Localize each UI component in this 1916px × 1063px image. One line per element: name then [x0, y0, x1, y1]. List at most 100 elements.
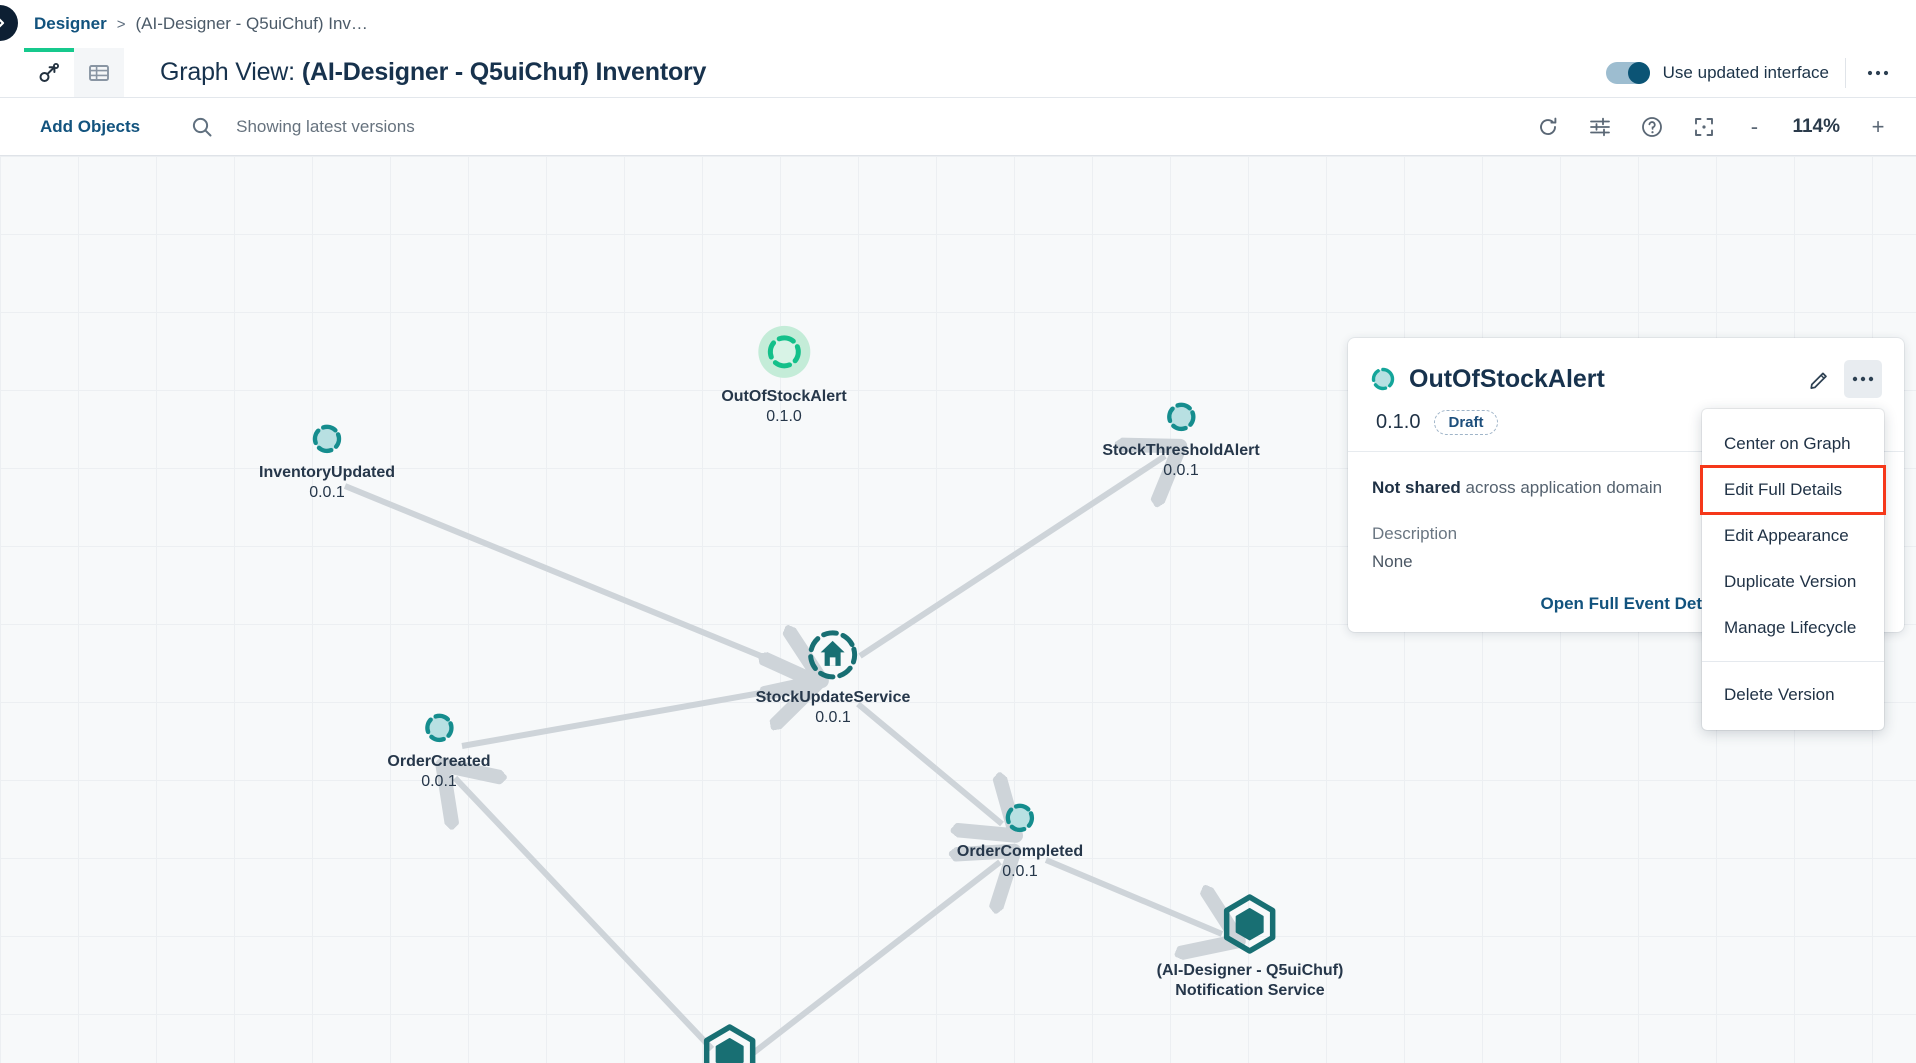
- breadcrumb-root[interactable]: Designer: [34, 14, 107, 33]
- tab-graph-view[interactable]: [24, 48, 74, 97]
- detail-panel-actions: [1800, 360, 1882, 398]
- detail-panel-version: 0.1.0: [1376, 411, 1421, 433]
- edge-pos-ordercreated: [455, 778, 715, 1052]
- ellipsis-icon: [1867, 70, 1889, 75]
- page-title: Graph View: (AI-Designer - Q5uiChuf) Inv…: [160, 48, 706, 97]
- event-ring-icon-selected: [758, 325, 810, 378]
- detail-panel-more-button[interactable]: [1844, 360, 1882, 398]
- open-full-event-details-link[interactable]: Open Full Event Deta: [1540, 594, 1712, 613]
- use-updated-interface-toggle[interactable]: [1605, 61, 1650, 84]
- breadcrumb-separator: >: [116, 15, 126, 33]
- menu-item-duplicate-version[interactable]: Duplicate Version: [1724, 572, 1857, 591]
- menu-item-center-on-graph[interactable]: Center on Graph: [1724, 434, 1851, 453]
- menu-separator: [1702, 661, 1884, 662]
- node-version: 0.0.1: [421, 773, 457, 791]
- shared-status-rest: across application domain: [1460, 478, 1663, 497]
- detail-panel-title: OutOfStockAlert: [1409, 364, 1605, 393]
- edge-ordercreated-stockupdateservice: [461, 686, 800, 749]
- zoom-in-button[interactable]: +: [1871, 113, 1885, 139]
- edge-stockupdateservice-ordercompleted: [856, 701, 1002, 824]
- edge-pos-ordercompleted: [750, 862, 1000, 1057]
- help-icon: [1642, 116, 1663, 137]
- graph-node-inventoryupdated[interactable]: InventoryUpdated 0.0.1: [259, 422, 395, 504]
- node-version: 0.0.1: [309, 484, 345, 502]
- edit-button[interactable]: [1800, 360, 1838, 398]
- detail-panel-body: Not shared across application domain Des…: [1348, 452, 1904, 632]
- table-icon: [89, 64, 109, 81]
- graph-node-stockthresholdalert[interactable]: StockThresholdAlert 0.0.1: [1102, 400, 1260, 482]
- edge-inventoryupdated-stockupdateservice: [343, 483, 805, 674]
- node-version: 0.0.1: [1002, 863, 1038, 881]
- menu-item-edit-full-details[interactable]: Edit Full Details: [1700, 465, 1886, 515]
- domain-hexagon-icon: [1224, 894, 1276, 954]
- page-title-main: (AI-Designer - Q5uiChuf) Inventory: [301, 58, 707, 86]
- menu-item-edit-appearance[interactable]: Edit Appearance: [1724, 526, 1849, 545]
- event-ring-icon: [424, 713, 454, 743]
- title-overflow-menu-button[interactable]: [1862, 57, 1894, 89]
- display-settings-button[interactable]: [1588, 115, 1612, 139]
- event-ring-icon: [1005, 803, 1035, 833]
- domain-hexagon-icon: [704, 1024, 756, 1063]
- ellipsis-icon: [1852, 376, 1874, 382]
- add-objects-button[interactable]: Add Objects: [40, 116, 141, 136]
- graph-node-pos[interactable]: (AI-Designer - Q5uiChuf) POS: [637, 1024, 824, 1063]
- menu-item-manage-lifecycle[interactable]: Manage Lifecycle: [1724, 618, 1857, 637]
- fit-to-screen-button[interactable]: [1692, 115, 1716, 139]
- zoom-level-label: 114%: [1792, 115, 1840, 137]
- breadcrumb-current: (AI-Designer - Q5uiChuf) Inv…: [135, 14, 368, 33]
- context-dropdown-menu: Center on Graph Edit Full Details Edit A…: [1700, 409, 1886, 730]
- showing-versions-label: Showing latest versions: [236, 116, 415, 136]
- refresh-button[interactable]: [1536, 115, 1560, 139]
- shared-status: Not shared across application domain: [1372, 478, 1880, 498]
- use-updated-interface-label: Use updated interface: [1662, 62, 1829, 82]
- breadcrumb-bar: Designer > (AI-Designer - Q5uiChuf) Inv…: [0, 0, 1916, 48]
- title-bar-actions: Use updated interface: [1605, 48, 1916, 97]
- graph-icon: [39, 62, 59, 82]
- view-tab-group: [24, 48, 124, 97]
- event-ring-icon: [312, 424, 342, 454]
- node-version: 0.0.1: [815, 709, 851, 727]
- refresh-icon: [1540, 117, 1557, 135]
- node-label: OrderCompleted: [956, 842, 1084, 860]
- sidebar-expand-button[interactable]: [0, 5, 18, 41]
- filter-sliders-icon: [1590, 117, 1611, 136]
- detail-panel-title-row: OutOfStockAlert: [1370, 360, 1882, 398]
- graph-canvas[interactable]: OutOfStockAlert 0.1.0 InventoryUpdated 0…: [0, 156, 1916, 1063]
- detail-panel-version-row: 0.1.0 Draft: [1376, 410, 1882, 435]
- graph-toolbar: Add Objects Showing latest versions: [0, 98, 1916, 156]
- graph-node-outofstockalert[interactable]: OutOfStockAlert 0.1.0: [721, 324, 847, 428]
- detail-panel-header: OutOfStockAlert: [1348, 338, 1904, 452]
- fit-to-screen-icon: [1695, 117, 1714, 136]
- graph-node-stockupdateservice[interactable]: StockUpdateService 0.0.1: [755, 629, 911, 729]
- page-title-prefix: Graph View:: [160, 58, 295, 86]
- menu-item-delete-version[interactable]: Delete Version: [1724, 685, 1835, 704]
- search-button[interactable]: [190, 115, 214, 139]
- search-icon: [193, 117, 212, 136]
- pencil-icon: [1809, 372, 1827, 389]
- graph-node-ordercompleted[interactable]: OrderCompleted 0.0.1: [957, 801, 1083, 883]
- tab-table-view[interactable]: [74, 48, 124, 97]
- status-badge: Draft: [1434, 410, 1498, 435]
- graph-edges: [343, 156, 1916, 1057]
- help-button[interactable]: [1640, 115, 1664, 139]
- event-ring-icon: [1166, 402, 1196, 432]
- event-ring-icon: [1371, 367, 1395, 391]
- toolbar-right-controls: - 114% +: [1536, 114, 1916, 140]
- zoom-out-button[interactable]: -: [1750, 113, 1759, 139]
- node-label: InventoryUpdated: [258, 463, 396, 481]
- toggle-knob: [1627, 61, 1650, 84]
- divider: [1845, 57, 1846, 88]
- node-version: 0.0.1: [1163, 462, 1199, 480]
- node-label: OrderCreated: [387, 752, 491, 770]
- node-version: 0.1.0: [766, 408, 802, 426]
- description-value: None: [1372, 552, 1413, 571]
- graph-node-notification-service[interactable]: (AI-Designer - Q5uiChuf) Notification Se…: [1157, 894, 1343, 1002]
- shared-status-bold: Not shared: [1372, 478, 1461, 497]
- node-label: OutOfStockAlert: [721, 387, 847, 405]
- edge-stockupdateservice-stockthresholdalert: [858, 456, 1165, 659]
- graph-node-ordercreated[interactable]: OrderCreated 0.0.1: [387, 711, 491, 793]
- node-label: StockUpdateService: [755, 688, 911, 706]
- node-label: StockThresholdAlert: [1102, 441, 1260, 459]
- title-bar: Graph View: (AI-Designer - Q5uiChuf) Inv…: [0, 48, 1916, 98]
- edge-ordercompleted-notificationservice: [1044, 857, 1222, 934]
